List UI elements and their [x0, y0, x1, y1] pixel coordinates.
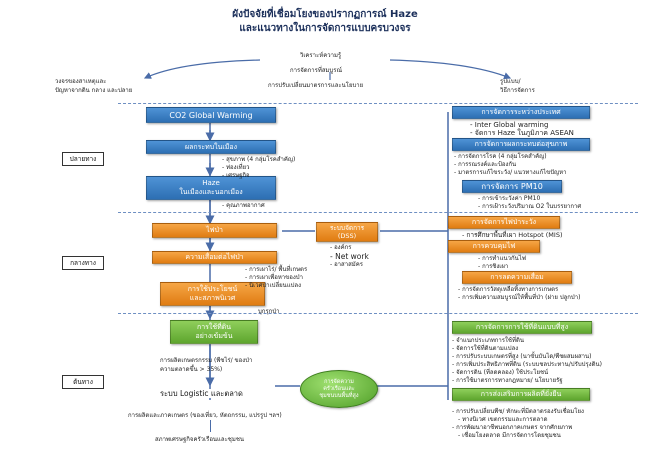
dss-item: องค์กร — [330, 244, 369, 252]
bottom-arrow — [210, 420, 211, 432]
box-co2-global-warming: CO2 Global Warming — [146, 107, 276, 123]
box-pm10-mgmt: การจัดการ PM10 — [462, 180, 562, 193]
haze-label-1: Haze — [202, 179, 220, 187]
promote-items: การปรับเปลี่ยนพืช/ ทักษะที่มีตลาดรองรับเ… — [452, 408, 584, 440]
bottom-note-2: สภาพเศรษฐกิจครัวเรือนและชุมชน — [155, 436, 244, 443]
top-right-2: วิธีการจัดการ — [500, 87, 535, 94]
ellipse-line2: ครัวเรือนและ — [323, 385, 355, 392]
top-left-1: วงจรของสาเหตุและ — [55, 78, 107, 85]
top-right-1: รูปแบบ/ — [500, 78, 521, 85]
dss-title-1: ระบบจัดการ — [329, 224, 365, 232]
fire-control-item: การชิงเผา — [478, 263, 526, 271]
dss-items: องค์กร Net work อาสาสมัคร — [330, 244, 369, 269]
box-fire-watch: การจัดการไฟป่าระวัง — [448, 216, 560, 229]
diagram-title-line1: ผังปัจจัยที่เชื่อมโยงของปรากฏการณ์ Haze — [232, 9, 418, 20]
local-item: มาตรการแก้ไขระวัง/ แนวทางแก้ไขปัญหา — [454, 169, 566, 177]
top-left-2: ปัญหาจากดิน กลาง และปลาย — [55, 87, 133, 94]
fire-control-items: การทำแนวกันไฟ การชิงเผา — [478, 255, 526, 271]
bottom-note-1: การผลิตและภาคเกษตร (ของเที่ยว, หัตถกรรม,… — [128, 412, 282, 419]
box-fire-control: การควบคุมไฟ — [448, 240, 540, 253]
dss-title-2: (DSS) — [337, 232, 357, 240]
diagram-title-line2: และแนวทางในการจัดการแบบครบวงจร — [239, 23, 411, 34]
promote-item: ทางนิเวศ เขตกรรมและการตลาด — [452, 416, 584, 424]
intl-item: จัดการ Haze ในภูมิภาค ASEAN — [470, 129, 574, 137]
land-mgmt-item: การเพิ่มประสิทธิภาพที่ดิน (ระบบชลประทาน/… — [452, 361, 602, 369]
fire-watch-item: การศึกษาพื้นที่เผา Hotspot (MIS) — [462, 231, 562, 239]
ellipse-line3: ชุมชนบนพื้นที่สูง — [319, 392, 359, 399]
level-tag-downstream: ต้นทาง — [62, 375, 104, 389]
promote-item: เชื่อมโยงตลาด มีการจัดการโดยชุมชน — [452, 432, 584, 440]
health-item: ท่องเที่ยว — [222, 164, 295, 172]
logistic-label: ระบบ Logistic และตลาด — [160, 389, 243, 398]
box-degradation-reduction: การลดความเสื่อม — [462, 271, 572, 284]
top-center-2: การจัดการที่สมบูรณ์ — [290, 67, 343, 74]
level-tag-upstream: ปลายทาง — [62, 152, 104, 166]
land-mgmt-items: จำแนกประเภทการใช้ที่ดิน จัดการใช้ที่ดินต… — [452, 337, 602, 385]
land-note-2: ความตลาดขึ้น > 35%) — [160, 366, 223, 373]
land-note-1: การผลิตเกษตรกรรม (พืชไร่/ ของป่า — [160, 357, 253, 364]
top-center-1: วิเคราะห์ความรู้ — [300, 52, 342, 59]
landuse-label-2: และสภาพนิเวศ — [189, 294, 236, 302]
pm10-item: การเฝ้าระวังปริมาณ O2 ในบรรยากาศ — [478, 203, 581, 211]
land-mgmt-item: การปรับระบบเกษตรที่สูง (นาขั้นบันได/พืชผ… — [452, 353, 602, 361]
ellipse-line1: การจัดความ — [324, 378, 354, 385]
land-mgmt-item: จัดการดิน (ที่ลดคลอง) ใช้ประโยชน์ — [452, 369, 602, 377]
fire-risk-item: นิเวศป่าเปลี่ยนแปลง — [245, 282, 307, 290]
box-haze: Haze ในเมืองและนอกเมือง — [146, 176, 276, 200]
separator-3 — [118, 313, 638, 314]
local-item: การรณรงค์และป้องกัน — [454, 161, 567, 169]
box-sustainable-production: การส่งเสริมการผลิตที่ยั่งยืน — [452, 388, 590, 401]
box-dss: ระบบจัดการ (DSS) — [316, 222, 378, 242]
box-intensive-land-use: การใช้ที่ดิน อย่างเข้มข้น — [170, 320, 258, 344]
separator-1 — [118, 103, 638, 104]
box-health-mgmt: การจัดการผลกระทบต่อสุขภาพ — [452, 138, 590, 151]
box-fire-risk: ความเสื่อมต่อไฟป่า — [152, 251, 277, 264]
fire-risk-item: การเผาไร่/ พื้นที่เกษตร — [245, 266, 307, 274]
haze-items: คุณภาพอากาศ — [222, 202, 265, 210]
haze-label-2: ในเมืองและนอกเมือง — [179, 188, 243, 196]
fire-control-item: การทำแนวกันไฟ — [478, 255, 526, 263]
landuse-label-1: การใช้ประโยชน์ — [187, 285, 238, 293]
level-tag-midstream: กลางทาง — [62, 256, 104, 270]
reduce-item: การเพิ่มความสมบูรณ์ให้พื้นที่ป่า (ฝาย ปล… — [458, 294, 580, 302]
local-item: การจัดการโรค (4 กลุ่มโรคสำคัญ) — [454, 153, 567, 161]
health-item: เศรษฐกิจ — [222, 172, 295, 180]
box-international-mgmt: การจัดการระหว่างประเทศ — [452, 106, 590, 119]
promote-item: การพัฒนาอาชีพนอกภาคเกษตร จากศักยภาพ — [452, 424, 584, 432]
health-item: สุขภาพ (4 กลุ่มโรคสำคัญ) — [222, 156, 295, 164]
reduce-items: การจัดการวัสดุเหลือทิ้งทางการเกษตร การเพ… — [458, 286, 580, 302]
fire-watch-items: การศึกษาพื้นที่เผา Hotspot (MIS) — [462, 231, 562, 239]
land-label-1: การใช้ที่ดิน — [196, 323, 232, 331]
land-mgmt-item: จัดการใช้ที่ดินตามแปลง — [452, 345, 602, 353]
ellipse-community: การจัดความ ครัวเรือนและ ชุมชนบนพื้นที่สู… — [300, 370, 378, 408]
fire-risk-item: การเผาเพื่อหาของป่า — [245, 274, 307, 282]
box-forest-fire: ไฟป่า — [152, 223, 277, 238]
health-items: สุขภาพ (4 กลุ่มโรคสำคัญ) ท่องเที่ยว เศรษ… — [222, 156, 295, 180]
top-center-3: การปรับเปลี่ยนมาตรการและนโยบาย — [268, 82, 364, 89]
separator-2 — [118, 212, 638, 213]
pm10-items: การเข้าระวังค่า PM10 การเฝ้าระวังปริมาณ … — [478, 195, 581, 211]
box-land-management: การจัดการการใช้ที่ดินแบบที่สูง — [452, 321, 592, 334]
promote-item: การปรับเปลี่ยนพืช/ ทักษะที่มีตลาดรองรับเ… — [452, 408, 584, 416]
dss-item: Net work — [330, 252, 369, 261]
intl-items: Inter Global warming จัดการ Haze ในภูมิภ… — [470, 121, 574, 137]
encroach-note: บุกรุกป่า — [258, 308, 280, 315]
dss-item: อาสาสมัคร — [330, 261, 369, 269]
reduce-item: การจัดการวัสดุเหลือทิ้งทางการเกษตร — [458, 286, 580, 294]
box-health-impact: ผลกระทบในเมือง — [146, 140, 276, 154]
fire-risk-items: การเผาไร่/ พื้นที่เกษตร การเผาเพื่อหาของ… — [245, 266, 307, 290]
local-items: การจัดการโรค (4 กลุ่มโรคสำคัญ) การรณรงค์… — [454, 153, 567, 177]
land-mgmt-item: การใช้มาตรการทางกฎหมาย/ นโยบายรัฐ — [452, 377, 602, 385]
land-label-2: อย่างเข้มข้น — [195, 332, 233, 340]
haze-item: คุณภาพอากาศ — [222, 202, 265, 210]
land-mgmt-item: จำแนกประเภทการใช้ที่ดิน — [452, 337, 602, 345]
pm10-item: การเข้าระวังค่า PM10 — [478, 195, 581, 203]
intl-item: Inter Global warming — [470, 121, 574, 129]
